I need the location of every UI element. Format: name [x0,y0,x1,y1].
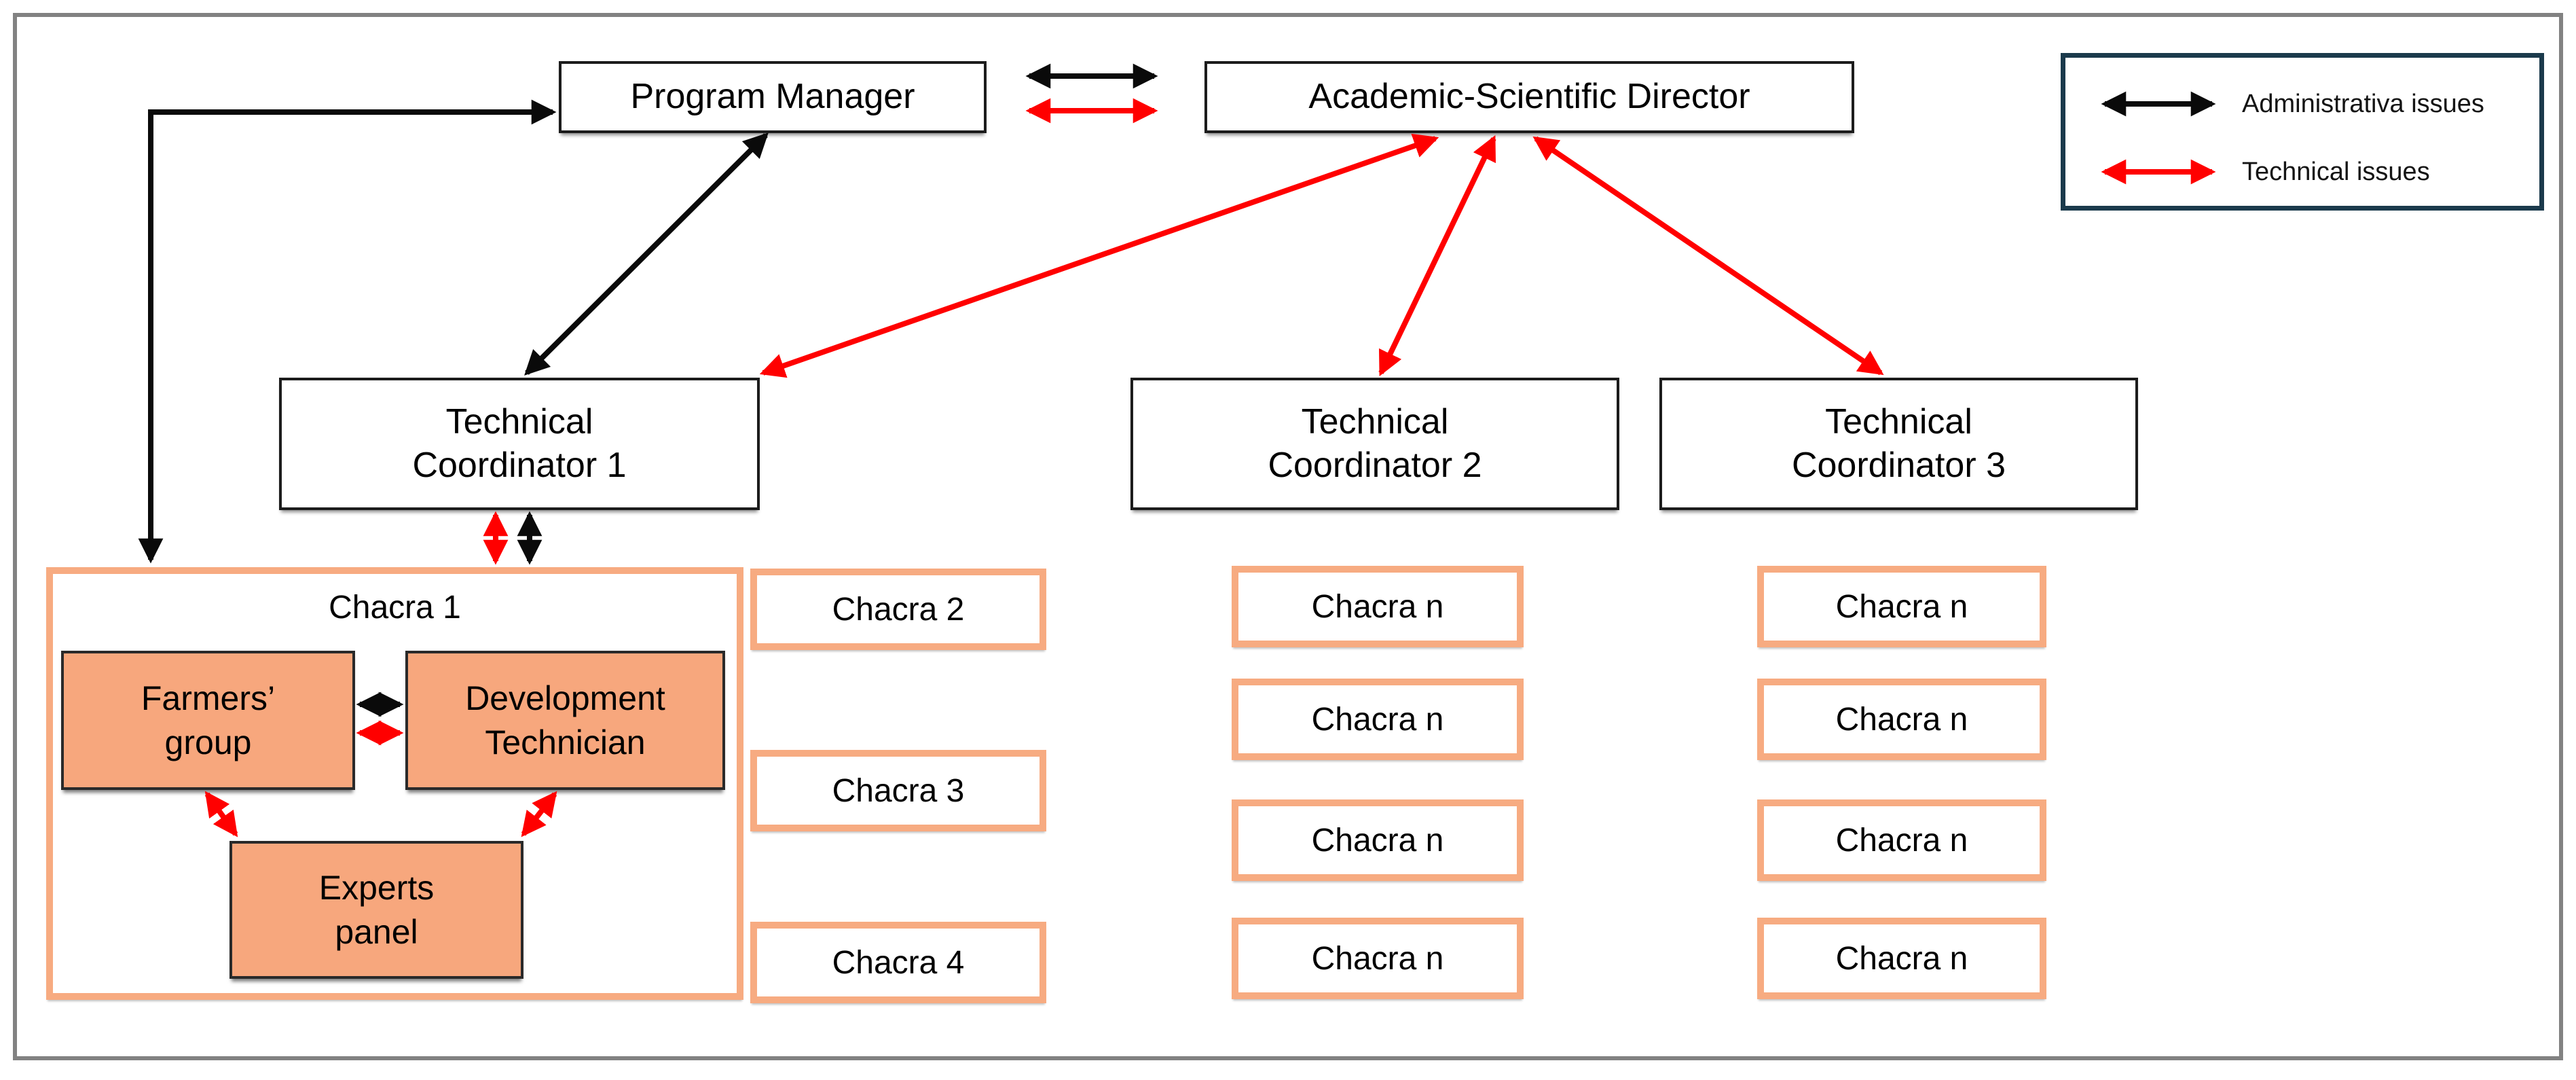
legend-administrative-label: Administrativa issues [2242,89,2484,118]
legend-row-technical: Technical issues [2091,157,2539,186]
node-chacra-n-tc3-1: Chacra n [1757,566,2046,647]
technical-coordinator-3-label: Technical Coordinator 3 [1791,402,2006,485]
chacra-n-label: Chacra n [1835,588,1968,625]
chacra-n-label: Chacra n [1835,701,1968,738]
farmers-group-label: Farmers’ group [141,679,276,761]
node-chacra-n-tc3-4: Chacra n [1757,918,2046,999]
node-academic-scientific-director: Academic-Scientific Director [1204,61,1854,133]
legend-technical-arrow-icon [2101,159,2216,185]
legend: Administrativa issues Technical issues [2061,53,2544,211]
chacra-n-label: Chacra n [1311,701,1444,738]
technical-coordinator-2-label: Technical Coordinator 2 [1268,402,1482,485]
node-technical-coordinator-1: Technical Coordinator 1 [279,378,760,510]
chacra-n-label: Chacra n [1311,822,1444,859]
academic-scientific-director-label: Academic-Scientific Director [1308,77,1750,117]
chacra-n-label: Chacra n [1835,940,1968,977]
program-manager-label: Program Manager [630,77,915,117]
chacra-n-label: Chacra n [1311,940,1444,977]
node-chacra-n-tc2-2: Chacra n [1232,679,1524,760]
node-chacra-n-tc3-2: Chacra n [1757,679,2046,760]
node-farmers-group: Farmers’ group [61,651,355,790]
chacra-2-label: Chacra 2 [832,591,965,628]
chacra-n-label: Chacra n [1835,822,1968,859]
node-chacra-2: Chacra 2 [750,569,1046,650]
node-chacra-n-tc2-4: Chacra n [1232,918,1524,999]
node-chacra-n-tc2-1: Chacra n [1232,566,1524,647]
node-chacra-3: Chacra 3 [750,750,1046,831]
chacra-4-label: Chacra 4 [832,944,965,981]
node-chacra-n-tc3-3: Chacra n [1757,799,2046,881]
legend-administrative-arrow-icon [2101,91,2216,117]
node-program-manager: Program Manager [559,61,987,133]
legend-row-administrative: Administrativa issues [2091,90,2539,118]
development-technician-label: Development Technician [465,679,665,761]
node-development-technician: Development Technician [405,651,725,790]
chacra-n-label: Chacra n [1311,588,1444,625]
node-experts-panel: Experts panel [229,841,523,979]
technical-coordinator-1-label: Technical Coordinator 1 [412,402,627,485]
chacra-3-label: Chacra 3 [832,772,965,809]
node-chacra-n-tc2-3: Chacra n [1232,799,1524,881]
legend-technical-label: Technical issues [2242,157,2430,186]
node-technical-coordinator-2: Technical Coordinator 2 [1130,378,1619,510]
node-chacra-4: Chacra 4 [750,922,1046,1003]
chacra-1-title: Chacra 1 [329,590,461,626]
node-technical-coordinator-3: Technical Coordinator 3 [1659,378,2138,510]
experts-panel-label: Experts panel [318,868,435,951]
